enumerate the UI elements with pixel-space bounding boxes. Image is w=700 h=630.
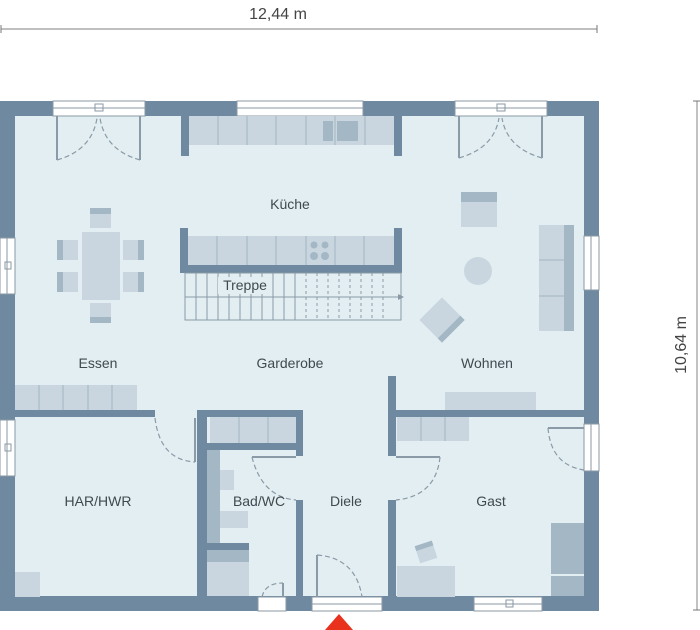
kitchen-island bbox=[180, 228, 402, 273]
room-label-treppe: Treppe bbox=[223, 277, 267, 293]
height-dimension-label: 10,64 m bbox=[673, 316, 690, 374]
room-label-gast: Gast bbox=[476, 493, 506, 509]
room-label-wohnen: Wohnen bbox=[461, 355, 513, 371]
staircase bbox=[184, 272, 404, 321]
bathroom-fixtures bbox=[207, 450, 249, 596]
room-label-kueche: Küche bbox=[270, 196, 310, 212]
outer-walls bbox=[0, 101, 599, 611]
height-dimension: 10,64 m bbox=[673, 100, 700, 611]
interior-walls bbox=[14, 376, 585, 598]
room-label-bad-wc: Bad/WC bbox=[233, 493, 285, 509]
utility-unit bbox=[15, 572, 40, 597]
guest-wardrobe bbox=[397, 417, 469, 441]
windows bbox=[0, 100, 600, 612]
kitchen-counter-top bbox=[181, 101, 402, 156]
sideboard bbox=[15, 385, 137, 411]
guest-furniture bbox=[397, 523, 584, 597]
width-dimension-label: 12,44 m bbox=[249, 6, 307, 23]
entrance-arrow-icon bbox=[325, 614, 353, 630]
room-label-essen: Essen bbox=[79, 355, 118, 371]
wardrobe bbox=[210, 417, 296, 443]
room-label-garderobe: Garderobe bbox=[257, 355, 324, 371]
room-label-har-hwr: HAR/HWR bbox=[65, 493, 132, 509]
terrace-doors bbox=[56, 116, 543, 161]
width-dimension: 12,44 m bbox=[0, 6, 598, 33]
interior-doors bbox=[154, 417, 585, 598]
room-label-diele: Diele bbox=[330, 493, 362, 509]
dining-table bbox=[57, 208, 144, 323]
